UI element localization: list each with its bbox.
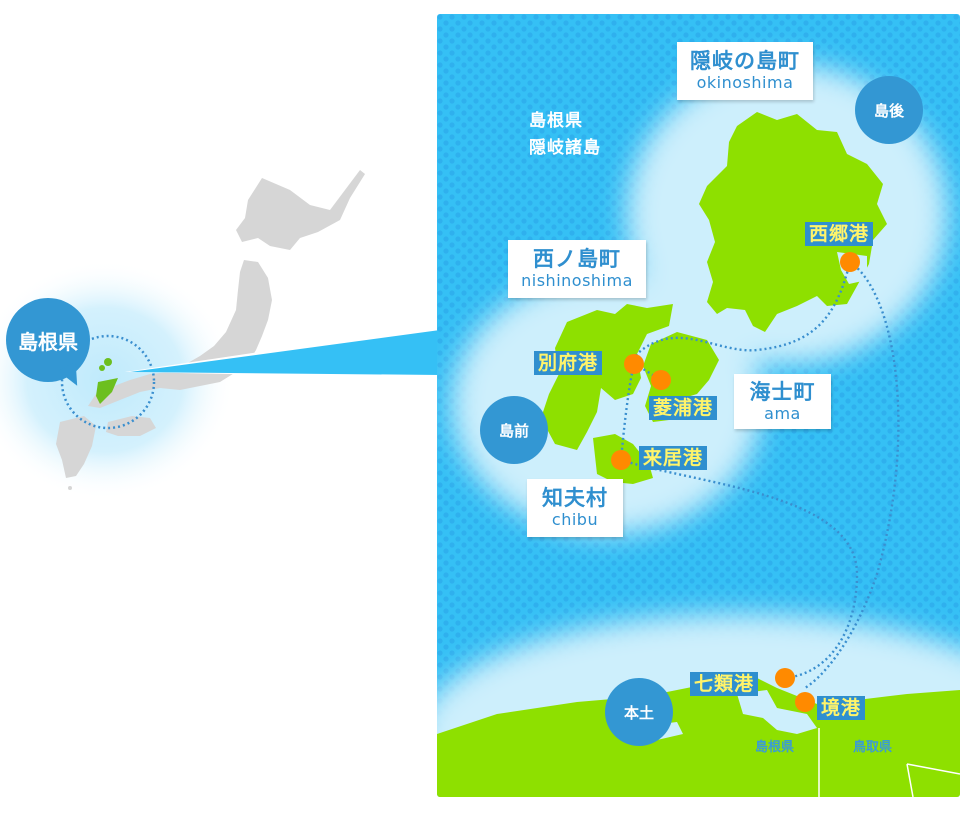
port-label-sakai[interactable]: 境港 bbox=[817, 696, 866, 720]
japan-overview-map: 島根県 bbox=[0, 160, 440, 500]
town-callout-chibu[interactable]: 知夫村 chibu bbox=[527, 479, 623, 537]
port-label-shichirui[interactable]: 七類港 bbox=[690, 672, 759, 696]
hishiura-port-dot[interactable] bbox=[651, 370, 671, 390]
zoom-wedge bbox=[130, 330, 440, 375]
oki-islands-highlight bbox=[104, 358, 112, 366]
oki-islands-map: 島根県 隠岐諸島 島後 島前 本土 隠岐の島町 okinoshima 西ノ島町 … bbox=[437, 14, 960, 797]
area-hondo: 本土 bbox=[605, 678, 673, 746]
kurii-port-dot[interactable] bbox=[611, 450, 631, 470]
pref-label-tottori: 鳥取県 bbox=[853, 740, 893, 755]
area-dogo: 島後 bbox=[855, 76, 923, 144]
saigo-port-dot[interactable] bbox=[840, 252, 860, 272]
shimane-badge: 島根県 bbox=[6, 298, 90, 382]
prefecture-border bbox=[818, 728, 960, 797]
shimane-badge-label: 島根県 bbox=[18, 329, 78, 354]
dogo-island bbox=[699, 112, 887, 332]
port-label-kurii[interactable]: 来居港 bbox=[639, 446, 708, 470]
port-dots bbox=[611, 252, 860, 712]
town-callout-okinoshima[interactable]: 隠岐の島町 okinoshima bbox=[677, 42, 813, 100]
port-label-beppu[interactable]: 別府港 bbox=[534, 351, 603, 375]
town-callout-ama[interactable]: 海士町 ama bbox=[734, 374, 831, 429]
zoom-focus-circle bbox=[60, 334, 156, 430]
nishinoshima-island bbox=[541, 304, 673, 450]
port-label-hishiura[interactable]: 菱浦港 bbox=[649, 396, 718, 420]
shimane-highlight bbox=[96, 378, 118, 404]
sakai-port-dot[interactable] bbox=[795, 692, 815, 712]
region-title: 島根県 隠岐諸島 bbox=[529, 111, 601, 158]
area-dozen: 島前 bbox=[480, 396, 548, 464]
pref-label-shimane: 島根県 bbox=[755, 740, 795, 755]
shichirui-port-dot[interactable] bbox=[775, 668, 795, 688]
port-label-saigo[interactable]: 西郷港 bbox=[805, 222, 874, 246]
nakaumi-lagoon bbox=[737, 690, 817, 734]
beppu-port-dot[interactable] bbox=[624, 354, 644, 374]
town-callout-nishinoshima[interactable]: 西ノ島町 nishinoshima bbox=[508, 240, 646, 298]
